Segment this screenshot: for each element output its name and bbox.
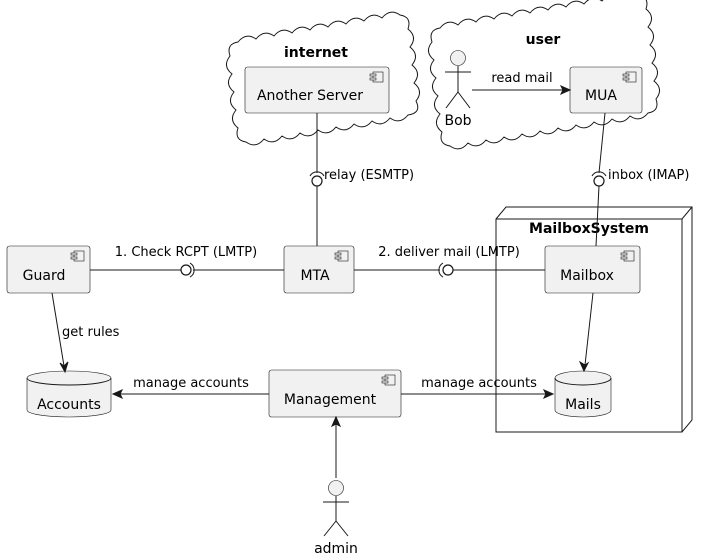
component-icon <box>334 250 349 262</box>
manage-accounts-left-label: manage accounts <box>133 376 249 391</box>
database-accounts[interactable]: Accounts <box>26 370 112 418</box>
edge-get-rules: get rules <box>51 292 120 374</box>
edge-read-mail: read mail <box>472 71 572 96</box>
component-management[interactable]: Management <box>268 369 402 418</box>
component-icon <box>622 71 637 83</box>
database-mails[interactable]: Mails <box>554 370 612 418</box>
actor-icon <box>445 50 471 109</box>
deliver-mail-label: 2. deliver mail (LMTP) <box>378 245 520 260</box>
inbox-label: inbox (IMAP) <box>608 168 689 183</box>
component-icon <box>70 250 85 262</box>
check-rcpt-label: 1. Check RCPT (LMTP) <box>115 245 257 260</box>
component-mua[interactable]: MUA <box>569 66 643 114</box>
relay-label: relay (ESMTP) <box>324 168 414 183</box>
edge-check-rcpt: 1. Check RCPT (LMTP) <box>90 245 284 278</box>
edge-manage-accounts-right: manage accounts <box>401 376 555 400</box>
component-icon <box>381 374 396 386</box>
component-icon <box>369 71 384 83</box>
mua-label: MUA <box>585 88 617 104</box>
management-label: Management <box>284 392 377 408</box>
read-mail-label: read mail <box>491 71 552 86</box>
admin-label: admin <box>314 541 358 557</box>
edge-mailbox-to-mails <box>578 292 594 373</box>
edge-relay: relay (ESMTP) <box>309 113 414 246</box>
mails-label: Mails <box>565 397 601 413</box>
get-rules-label: get rules <box>62 325 120 340</box>
actor-icon <box>323 480 349 537</box>
mailbox-label: Mailbox <box>560 268 614 284</box>
actor-admin[interactable]: admin <box>314 480 358 558</box>
component-mailbox[interactable]: Mailbox <box>544 245 641 294</box>
component-guard[interactable]: Guard <box>6 245 91 294</box>
manage-accounts-right-label: manage accounts <box>421 376 537 391</box>
accounts-label: Accounts <box>37 397 101 413</box>
another-server-label: Another Server <box>257 88 363 104</box>
bob-label: Bob <box>444 113 471 129</box>
component-mta[interactable]: MTA <box>283 245 355 294</box>
edge-admin-to-management <box>330 415 342 478</box>
component-icon <box>620 250 635 262</box>
actor-bob[interactable]: Bob <box>444 50 472 130</box>
internet-title: internet <box>284 45 348 61</box>
user-title: user <box>526 32 561 48</box>
mta-label: MTA <box>300 268 330 284</box>
edge-deliver-mail: 2. deliver mail (LMTP) <box>354 245 545 278</box>
mailboxsystem-title: MailboxSystem <box>529 221 649 237</box>
guard-label: Guard <box>23 268 66 284</box>
edge-inbox: inbox (IMAP) <box>591 112 689 247</box>
edge-manage-accounts-left: manage accounts <box>111 376 269 400</box>
component-another-server[interactable]: Another Server <box>244 66 390 114</box>
